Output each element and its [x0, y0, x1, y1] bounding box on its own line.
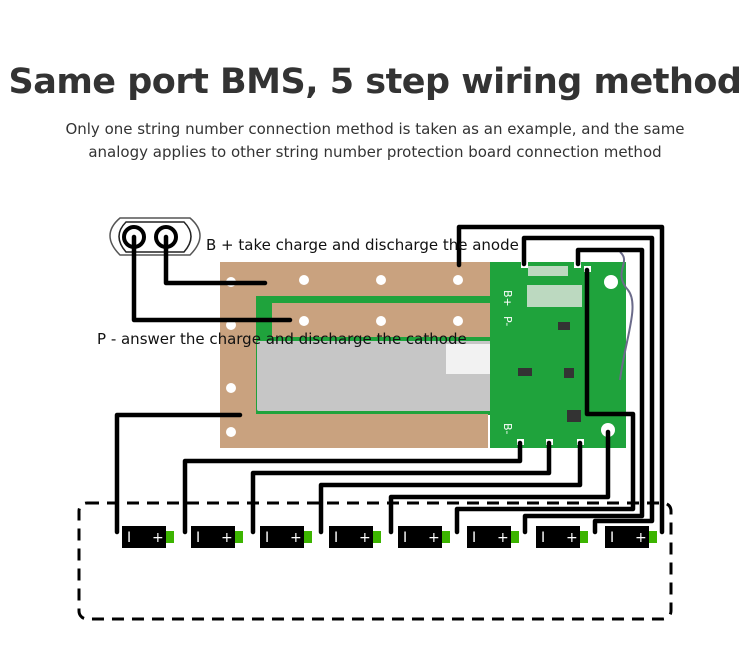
- busbar-b-minus: [256, 414, 488, 448]
- battery-cell-icon: I +: [191, 526, 243, 548]
- page-title: Same port BMS, 5 step wiring method: [8, 62, 742, 102]
- wire-b-plus-cell-8: [456, 224, 665, 535]
- wire-p-minus: [131, 234, 293, 323]
- pad-label-p-minus: P-: [501, 316, 514, 326]
- wire-b5: [454, 267, 636, 535]
- pad-label-b-plus: B+: [501, 290, 514, 307]
- wire-b1: [182, 440, 523, 535]
- subtitle-line-2: analogy applies to other string number p…: [88, 143, 662, 161]
- cell-negative-sign: I: [265, 530, 269, 546]
- wires: [114, 224, 665, 535]
- cell-positive-sign: +: [359, 530, 371, 546]
- label-b-plus: B + take charge and discharge the anode: [206, 236, 519, 254]
- battery-pack-outline: [77, 501, 673, 621]
- wire-b-minus-cell-1: [114, 412, 243, 535]
- wire-b2: [250, 440, 552, 535]
- cell-negative-sign: I: [334, 530, 338, 546]
- pcb-components: [518, 266, 582, 422]
- cell-positive-sign: +: [221, 530, 233, 546]
- cell-negative-sign: I: [403, 530, 407, 546]
- cell-positive-sign: +: [635, 530, 647, 546]
- page-subtitle: Only one string number connection method…: [0, 118, 750, 164]
- two-pin-plug-icon: [109, 217, 201, 256]
- battery-cell-icon: I +: [329, 526, 381, 548]
- heatsink-label: [446, 344, 496, 374]
- cell-negative-sign: I: [196, 530, 200, 546]
- cell-positive-sign: +: [497, 530, 509, 546]
- label-p-minus: P - answer the charge and discharge the …: [97, 330, 467, 348]
- battery-cell-icon: I +: [467, 526, 519, 548]
- cell-negative-sign: I: [472, 530, 476, 546]
- battery-cell-icon: I +: [536, 526, 588, 548]
- battery-cell-icon: I +: [398, 526, 450, 548]
- cell-positive-sign: +: [428, 530, 440, 546]
- battery-cell-icon: I +: [122, 526, 174, 548]
- battery-cell-icon: I +: [605, 526, 657, 548]
- cell-positive-sign: +: [152, 530, 164, 546]
- subtitle-line-1: Only one string number connection method…: [65, 120, 685, 138]
- heatsink: [257, 341, 497, 411]
- wire-b4: [388, 429, 611, 535]
- cell-negative-sign: I: [541, 530, 545, 546]
- wire-b7: [521, 235, 655, 535]
- wire-b6: [522, 247, 645, 535]
- wire-b-plus: [163, 234, 268, 286]
- bms-board: B+ P- B-: [220, 251, 634, 448]
- temperature-sensor-wire: [619, 251, 634, 381]
- battery-cells: I + I + I + I + I + I + I: [122, 526, 657, 548]
- pad-label-b-minus: B-: [501, 423, 514, 435]
- cell-positive-sign: +: [566, 530, 578, 546]
- cell-negative-sign: I: [610, 530, 614, 546]
- cell-negative-sign: I: [127, 530, 131, 546]
- battery-cell-icon: I +: [260, 526, 312, 548]
- copper-strip-left: [220, 262, 256, 448]
- cell-positive-sign: +: [290, 530, 302, 546]
- wire-b3: [318, 440, 583, 535]
